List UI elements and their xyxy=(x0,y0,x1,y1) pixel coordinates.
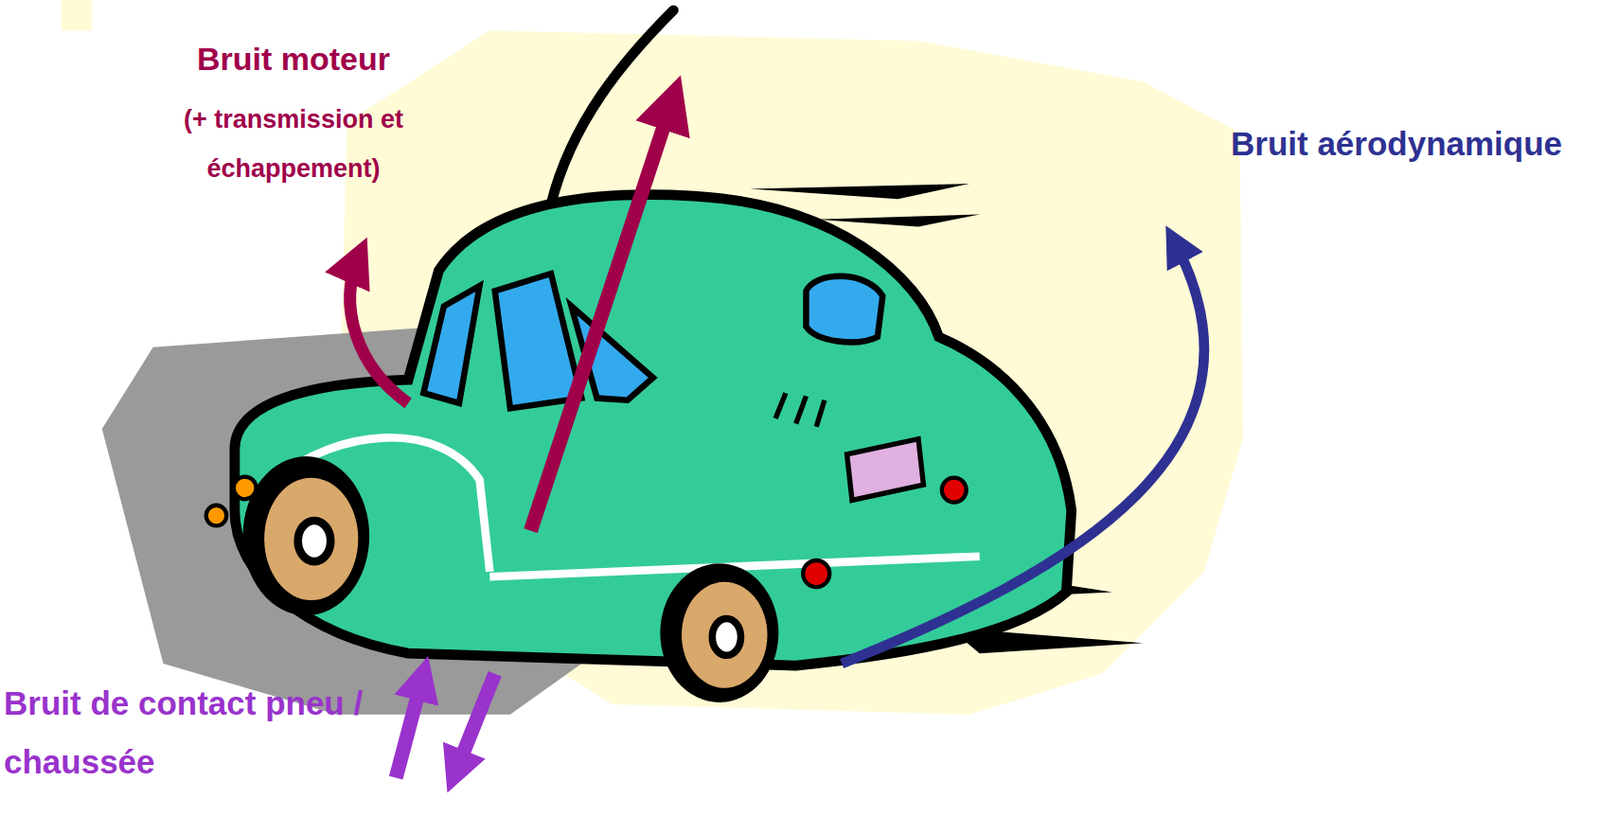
front-wheel xyxy=(264,478,358,601)
contact-noise-label: Bruit de contact pneu / chaussée xyxy=(3,674,364,792)
license-plate xyxy=(847,439,925,501)
side-window xyxy=(495,273,583,409)
aero-noise-label: Bruit aérodynamique xyxy=(1230,123,1596,165)
speed-line xyxy=(816,213,979,227)
engine-noise-arrow xyxy=(350,255,409,404)
rear-window xyxy=(805,276,883,343)
rear-tire xyxy=(659,563,779,703)
head-light xyxy=(206,505,228,527)
aero-noise-arrow xyxy=(841,239,1205,664)
speed-line xyxy=(749,183,970,199)
vent-lines xyxy=(775,392,825,427)
rear-hub xyxy=(711,618,741,656)
front-tire xyxy=(243,456,371,616)
engine-noise-detail: (+ transmission et échappement) xyxy=(151,94,436,194)
background-patch xyxy=(61,0,92,31)
contact-noise-arrow xyxy=(395,674,424,779)
contact-noise-arrow xyxy=(454,674,496,777)
tail-light xyxy=(942,478,967,503)
car-body xyxy=(234,195,1072,666)
engine-noise-arrow xyxy=(530,96,674,531)
engine-noise-label: Bruit moteur xyxy=(151,37,436,80)
rear-wheel xyxy=(681,582,768,689)
windshield xyxy=(423,285,480,404)
head-light xyxy=(233,477,257,500)
front-hub xyxy=(298,520,331,562)
tail-light xyxy=(802,560,830,587)
